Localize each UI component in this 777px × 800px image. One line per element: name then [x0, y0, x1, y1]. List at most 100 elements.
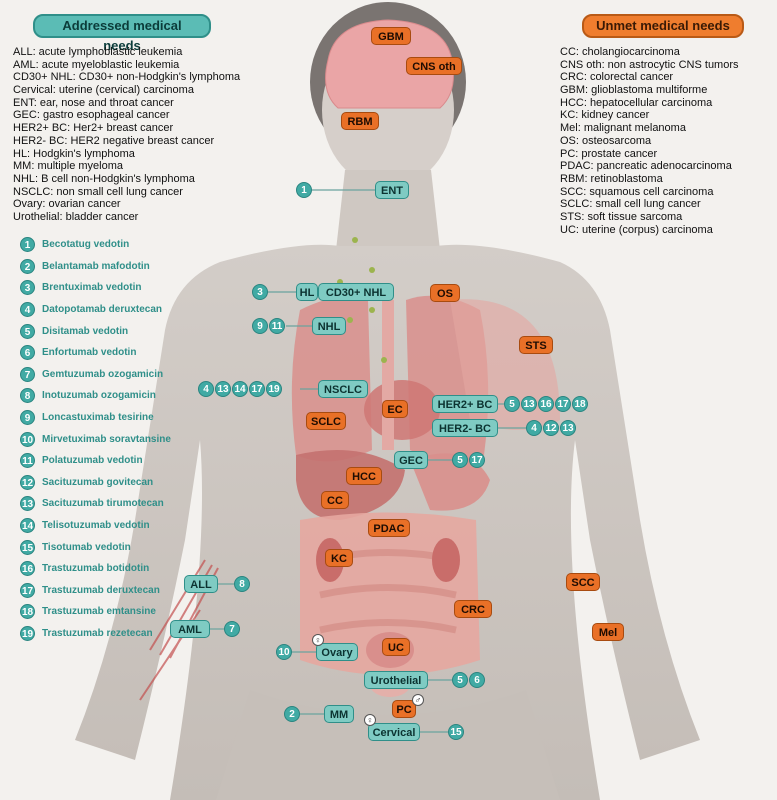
tag-hcc: HCC: [346, 467, 382, 485]
bubble-her2p-2: 16: [538, 396, 554, 412]
drug-name: Enfortumab vedotin: [42, 347, 137, 359]
bubble-urothelial-1: 6: [469, 672, 485, 688]
drug-number-badge: 16: [20, 561, 35, 577]
drug-number-badge: 4: [20, 302, 35, 318]
addressed-abbreviation-item: MM: multiple myeloma: [13, 160, 124, 173]
drug-name: Telisotuzumab vedotin: [42, 520, 150, 532]
bubble-ovary-0: 10: [276, 644, 292, 660]
unmet-abbreviation-item: RBM: retinoblastoma: [560, 172, 663, 185]
female-symbol-icon-cervical: ♀: [364, 714, 376, 726]
unmet-abbreviation-item: STS: soft tissue sarcoma: [560, 210, 683, 223]
drug-number-badge: 11: [20, 453, 35, 469]
tag-aml: AML: [170, 620, 210, 638]
tag-pc: PC: [392, 700, 416, 718]
tag-nsclc: NSCLC: [318, 380, 368, 398]
tag-her2-neg-bc: HER2- BC: [432, 419, 498, 437]
addressed-abbreviation-item: HL: Hodgkin's lymphoma: [13, 147, 135, 160]
unmet-abbreviation-item: CNS oth: non astrocytic CNS tumors: [560, 58, 739, 71]
tag-mm: MM: [324, 705, 354, 723]
bubble-her2n-2: 13: [560, 420, 576, 436]
bubble-nsclc-1: 13: [215, 381, 231, 397]
tag-mel: Mel: [592, 623, 624, 641]
drug-name: Belantamab mafodotin: [42, 260, 150, 272]
drug-number-badge: 13: [20, 496, 35, 512]
bubble-gec-1: 17: [469, 452, 485, 468]
drug-name: Polatuzumab vedotin: [42, 455, 143, 467]
tag-sts: STS: [519, 336, 553, 354]
drug-name: Sacituzumab tirumotecan: [42, 498, 164, 510]
bubble-her2n-0: 4: [526, 420, 542, 436]
bubble-cervical-0: 15: [448, 724, 464, 740]
stomach-shape: [410, 453, 490, 511]
tag-gbm: GBM: [371, 27, 411, 45]
bubble-her2p-3: 17: [555, 396, 571, 412]
drug-number-badge: 17: [20, 582, 35, 598]
unmet-abbreviation-item: Mel: malignant melanoma: [560, 122, 686, 135]
leader-lines: [210, 189, 526, 733]
drug-name: Disitamab vedotin: [42, 325, 129, 337]
addressed-needs-header: Addressed medical needs: [33, 14, 211, 53]
drug-name: Trastuzumab deruxtecan: [42, 584, 160, 596]
addressed-abbreviation-item: NSCLC: non small cell lung cancer: [13, 185, 183, 198]
unmet-needs-header: Unmet medical needs: [582, 14, 744, 38]
drug-name: Trastuzumab rezetecan: [42, 627, 153, 639]
brain-shape: [325, 19, 454, 109]
drug-number-badge: 19: [20, 625, 35, 641]
tag-cns-oth: CNS oth: [406, 57, 462, 75]
drug-name: Tisotumab vedotin: [42, 541, 131, 553]
tag-cc: CC: [321, 491, 349, 509]
tag-urothelial: Urothelial: [364, 671, 428, 689]
addressed-abbreviation-item: Cervical: uterine (cervical) carcinoma: [13, 84, 194, 97]
tag-os: OS: [430, 284, 460, 302]
bubble-nsclc-3: 17: [249, 381, 265, 397]
unmet-abbreviation-item: SCC: squamous cell carcinoma: [560, 185, 714, 198]
drug-name: Trastuzumab botidotin: [42, 563, 150, 575]
unmet-abbreviation-item: CRC: colorectal cancer: [560, 71, 674, 84]
unmet-abbreviation-item: UC: uterine (corpus) carcinoma: [560, 223, 713, 236]
unmet-abbreviation-item: HCC: hepatocellular carcinoma: [560, 96, 713, 109]
drug-legend-item: 11 Polatuzumab vedotin: [20, 450, 171, 472]
drug-number-badge: 1: [20, 237, 35, 253]
tag-cd30-nhl: CD30+ NHL: [318, 283, 394, 301]
bubble-ent-0: 1: [296, 182, 312, 198]
bubble-mm-0: 2: [284, 706, 300, 722]
tag-ec: EC: [382, 400, 408, 418]
tag-scc: SCC: [566, 573, 600, 591]
addressed-abbreviation-item: Urothelial: bladder cancer: [13, 210, 139, 223]
drug-number-badge: 2: [20, 258, 35, 274]
drug-number-badge: 12: [20, 474, 35, 490]
tag-pdac: PDAC: [368, 519, 410, 537]
drug-legend-item: 1 Becotatug vedotin: [20, 234, 171, 256]
drug-legend-item: 16 Trastuzumab botidotin: [20, 558, 171, 580]
male-symbol-icon: ♂: [412, 694, 424, 706]
tag-sclc: SCLC: [306, 412, 346, 430]
drug-number-badge: 5: [20, 323, 35, 339]
drug-name: Mirvetuximab soravtansine: [42, 433, 171, 445]
unmet-abbreviation-item: KC: kidney cancer: [560, 109, 650, 122]
unmet-abbreviation-item: CC: cholangiocarcinoma: [560, 46, 680, 58]
bubble-nhl-0: 9: [252, 318, 268, 334]
drug-legend-item: 5 Disitamab vedotin: [20, 320, 171, 342]
addressed-abbreviation-item: HER2- BC: HER2 negative breast cancer: [13, 134, 215, 147]
drug-name: Brentuximab vedotin: [42, 282, 142, 294]
addressed-abbreviation-item: ENT: ear, nose and throat cancer: [13, 96, 174, 109]
unmet-abbreviation-item: GBM: glioblastoma multiforme: [560, 84, 708, 97]
bubble-aml-0: 7: [224, 621, 240, 637]
unmet-abbreviation-item: OS: osteosarcoma: [560, 134, 652, 147]
tag-gec: GEC: [394, 451, 428, 469]
drug-name: Becotatug vedotin: [42, 239, 130, 251]
bubble-nsclc-4: 19: [266, 381, 282, 397]
female-symbol-icon: ♀: [312, 634, 324, 646]
bubble-nsclc-0: 4: [198, 381, 214, 397]
drug-name: Loncastuximab tesirine: [42, 412, 154, 424]
drug-name: Trastuzumab emtansine: [42, 606, 156, 618]
bubble-hl-0: 3: [252, 284, 268, 300]
tag-her2-pos-bc: HER2+ BC: [432, 395, 498, 413]
